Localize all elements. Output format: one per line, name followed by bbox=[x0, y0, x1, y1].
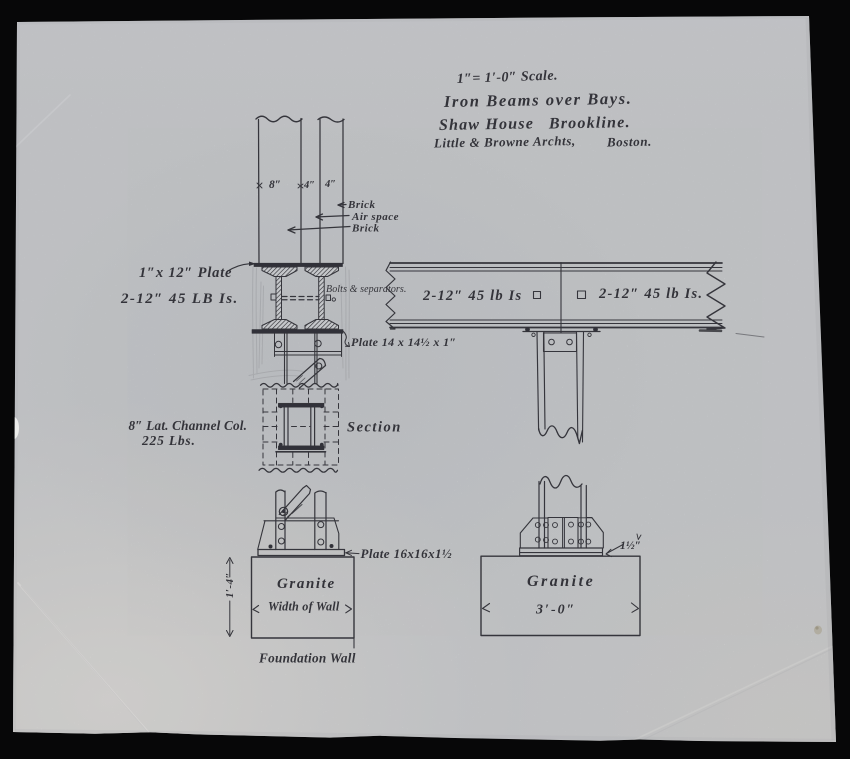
svg-text:Bolts & separators.: Bolts & separators. bbox=[326, 284, 407, 295]
svg-text:2-12″ 45 lb Is: 2-12″ 45 lb Is bbox=[422, 288, 522, 304]
svg-text:8″ Lat. Channel Col.: 8″ Lat. Channel Col. bbox=[129, 418, 248, 433]
svg-text:Granite: Granite bbox=[527, 573, 595, 590]
svg-text:Shaw House: Shaw House bbox=[439, 115, 534, 134]
svg-text:Brick: Brick bbox=[351, 223, 380, 235]
svg-text:Plate 16x16x1½: Plate 16x16x1½ bbox=[361, 546, 453, 561]
svg-text:1″x 12″ Plate: 1″x 12″ Plate bbox=[139, 265, 232, 281]
svg-text:2-12″ 45 lb Is.: 2-12″ 45 lb Is. bbox=[598, 286, 703, 302]
svg-text:1′-4″: 1′-4″ bbox=[224, 572, 236, 598]
svg-text:Boston.: Boston. bbox=[606, 134, 652, 150]
svg-text:Section: Section bbox=[347, 420, 402, 436]
svg-text:1½″: 1½″ bbox=[620, 540, 641, 552]
svg-text:Air space: Air space bbox=[351, 211, 399, 223]
svg-text:4″: 4″ bbox=[324, 179, 336, 190]
svg-text:3′-0″: 3′-0″ bbox=[535, 603, 576, 618]
svg-text:4″: 4″ bbox=[303, 180, 315, 191]
svg-text:Width of Wall: Width of Wall bbox=[268, 600, 340, 614]
svg-text:Brookline.: Brookline. bbox=[548, 114, 631, 132]
svg-text:Iron Beams over Bays.: Iron Beams over Bays. bbox=[443, 89, 633, 111]
svg-text:225 Lbs.: 225 Lbs. bbox=[141, 433, 196, 448]
svg-text:1″= 1′-0″ Scale.: 1″= 1′-0″ Scale. bbox=[457, 68, 559, 87]
svg-text:Little & Browne Archts,: Little & Browne Archts, bbox=[433, 133, 576, 150]
svg-text:8″: 8″ bbox=[269, 179, 281, 191]
svg-text:Brick: Brick bbox=[347, 199, 376, 211]
svg-text:Plate 14 x 14½ x 1″: Plate 14 x 14½ x 1″ bbox=[351, 335, 457, 349]
svg-text:2-12″ 45 LB Is.: 2-12″ 45 LB Is. bbox=[120, 291, 239, 307]
svg-text:Granite: Granite bbox=[277, 576, 336, 592]
svg-text:Foundation Wall: Foundation Wall bbox=[258, 651, 356, 666]
